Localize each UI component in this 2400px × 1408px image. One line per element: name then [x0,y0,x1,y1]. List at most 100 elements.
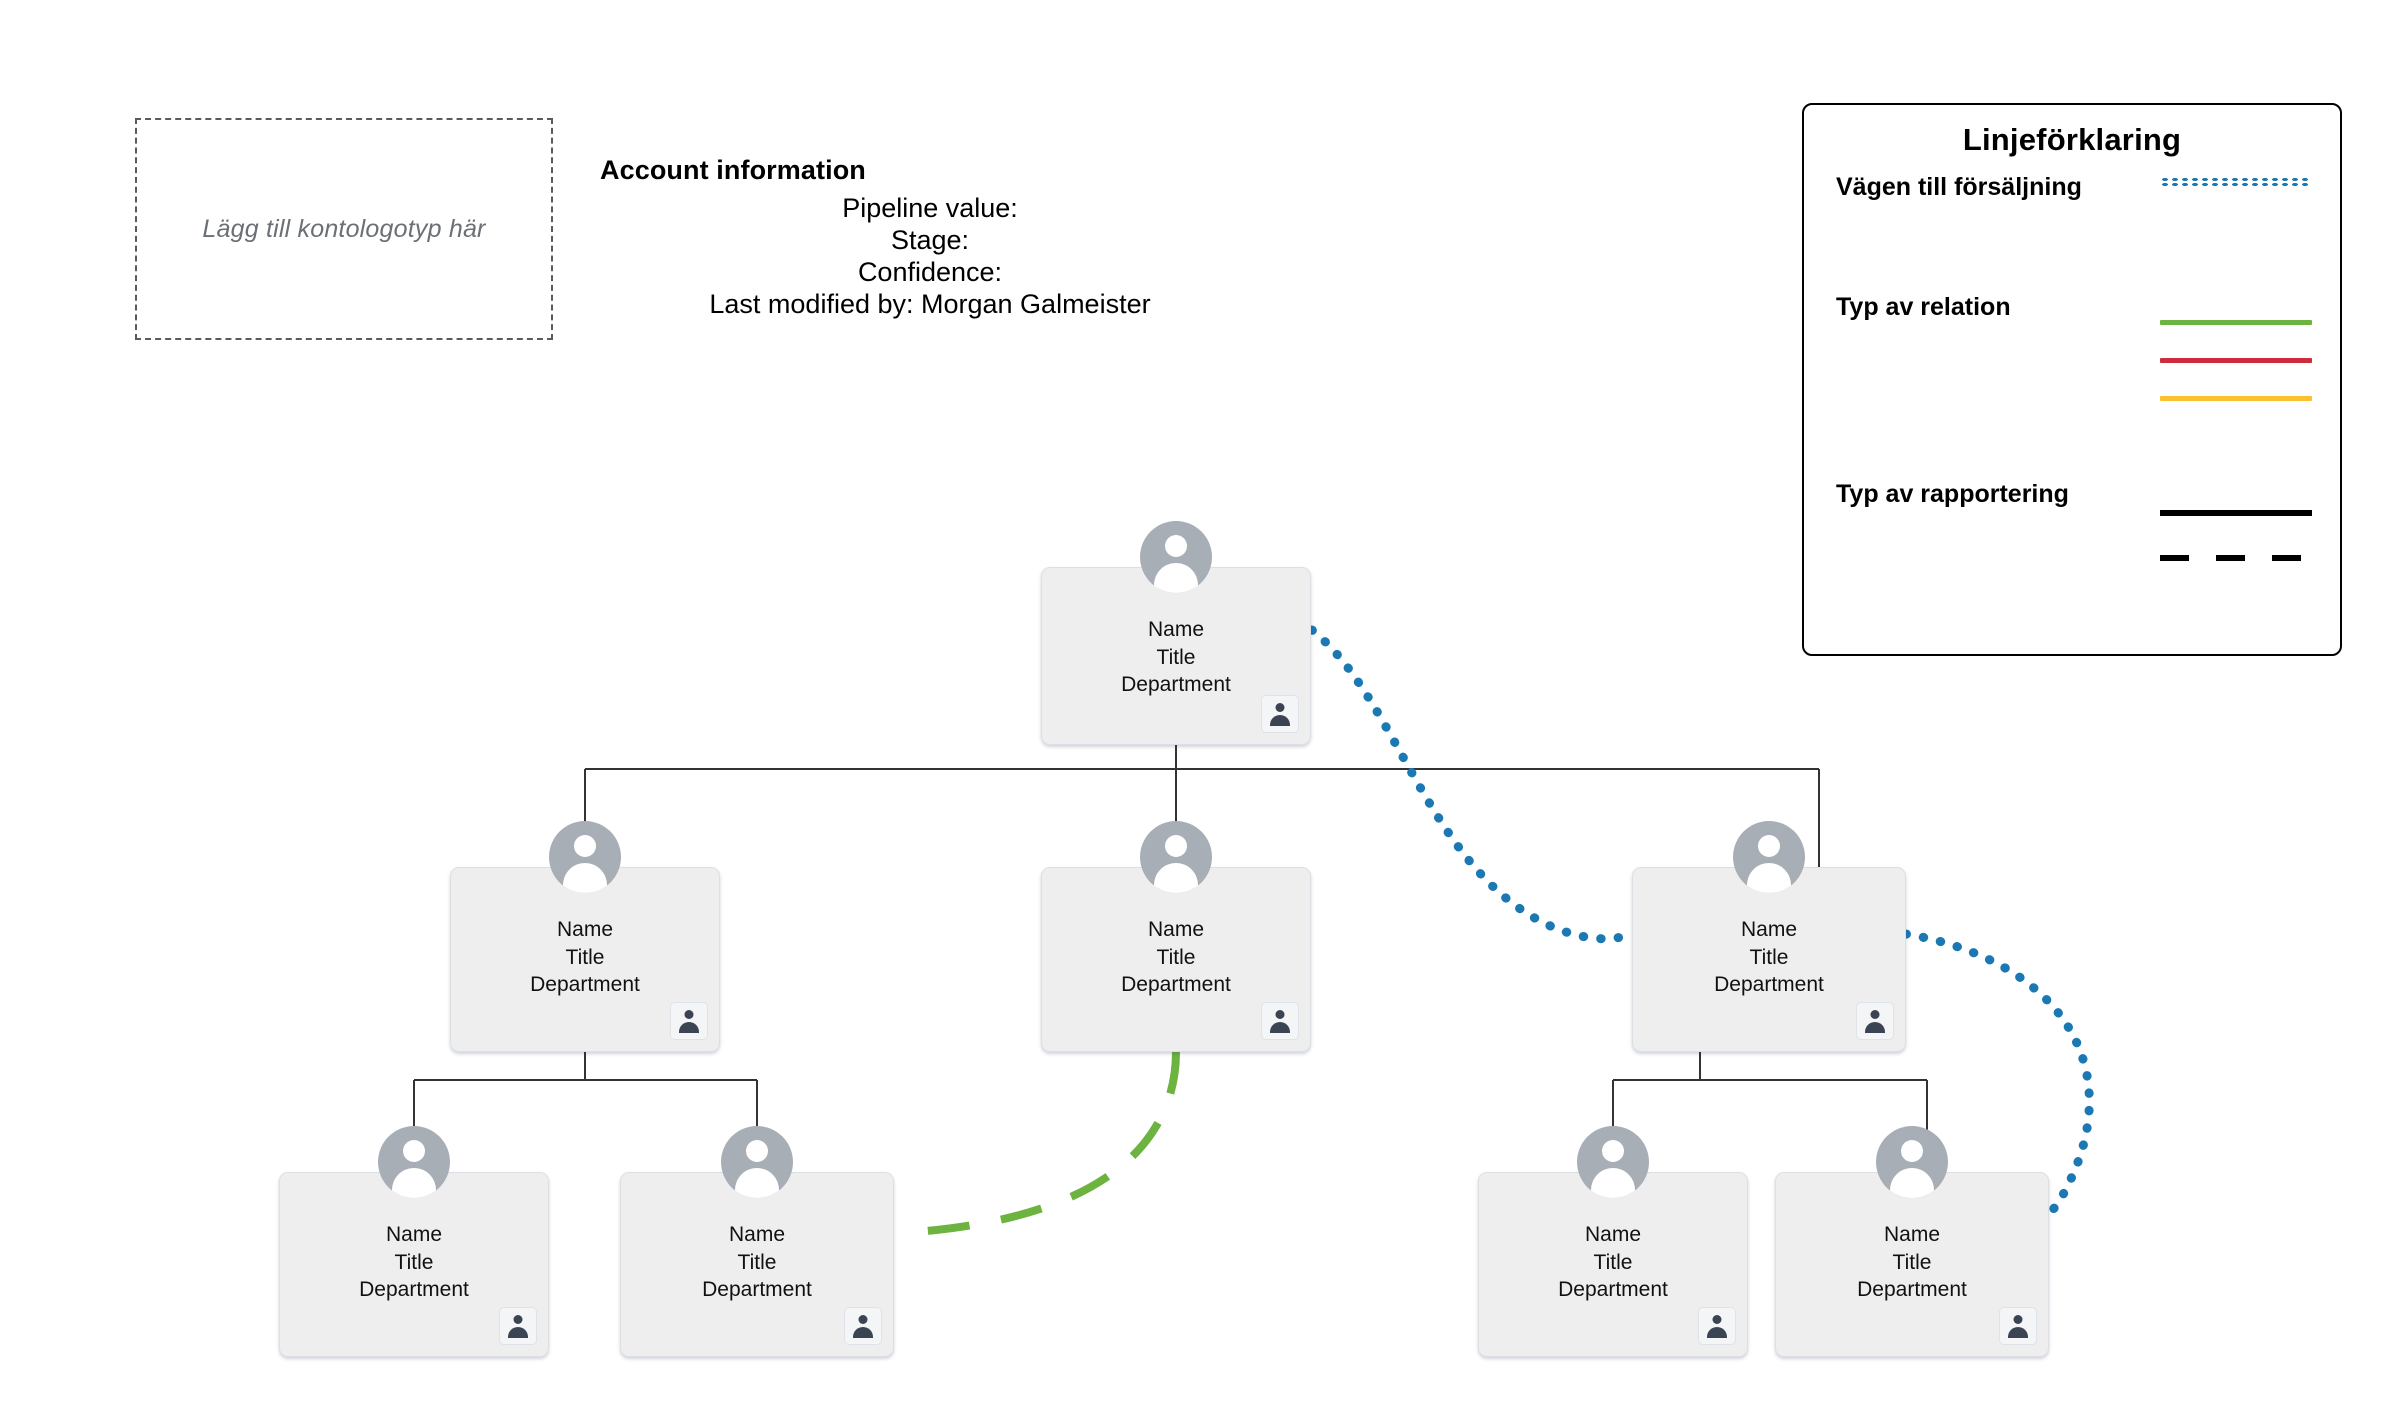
org-node-l2-c[interactable]: Name Title Department [1632,821,1906,1052]
pipeline-value-line: Pipeline value: [842,193,1018,223]
avatar-body-icon [1154,863,1198,893]
org-node-department: Department [1121,973,1231,997]
org-node-text: Name Title Department [1042,916,1310,999]
avatar-head-icon [746,1140,768,1162]
avatar [1577,1126,1649,1198]
org-node-title: Title [1749,945,1789,969]
avatar [378,1126,450,1198]
avatar-body-icon [563,863,607,893]
legend-section-relation-type: Typ av relation [1804,293,2340,322]
legend-swatch-red [2160,358,2312,363]
person-badge-body-icon [1865,1022,1885,1033]
legend-panel: Linjeförklaring Vägen till försäljning T… [1802,103,2342,656]
org-node-name: Name [1740,918,1798,941]
legend-label-reporting-type: Typ av rapportering [1836,480,2069,508]
legend-swatch-solid-black [2160,510,2312,516]
person-badge-icon[interactable] [670,1002,708,1040]
legend-swatch-yellow [2160,396,2312,401]
person-badge-icon[interactable] [1999,1307,2037,1345]
legend-swatch-dotted-blue [2160,177,2312,186]
org-node-department: Department [702,1278,812,1302]
org-node-title: Title [737,1250,777,1274]
org-node-name: Name [385,1223,443,1246]
person-badge-head-icon [2013,1315,2023,1324]
person-badge-body-icon [2008,1327,2028,1338]
person-badge-body-icon [508,1327,528,1338]
legend-swatch-green [2160,320,2312,325]
avatar [1876,1126,1948,1198]
person-badge-icon[interactable] [844,1307,882,1345]
org-node-l3-a[interactable]: Name Title Department [279,1126,549,1357]
person-badge-head-icon [1275,703,1285,712]
relation-type-l2b-to-l3b [899,1051,1180,1237]
person-badge-icon[interactable] [1261,1002,1299,1040]
stage-line: Stage: [890,224,970,255]
org-node-l3-c[interactable]: Name Title Department [1478,1126,1748,1357]
person-badge-body-icon [853,1327,873,1338]
relation-path-to-sale-root-to-l2c [1307,625,1637,944]
org-node-l2-b[interactable]: Name Title Department [1041,821,1311,1052]
org-node-name: Name [1584,1223,1642,1246]
org-node-department: Department [1558,1278,1668,1302]
person-badge-icon[interactable] [1261,695,1299,733]
org-node-department: Department [1121,673,1231,697]
org-node-name: Name [1147,618,1205,641]
org-node-l3-b[interactable]: Name Title Department [620,1126,894,1357]
avatar-head-icon [574,835,596,857]
person-badge-body-icon [1270,1022,1290,1033]
person-badge-head-icon [513,1315,523,1324]
avatar-body-icon [1591,1168,1635,1198]
person-badge-icon[interactable] [499,1307,537,1345]
org-node-text: Name Title Department [621,1221,893,1304]
org-node-name: Name [728,1223,786,1246]
org-node-name: Name [1883,1223,1941,1246]
org-node-text: Name Title Department [1042,616,1310,699]
person-badge-head-icon [1712,1315,1722,1324]
person-badge-body-icon [1270,715,1290,726]
org-node-title: Title [394,1250,434,1274]
person-badge-head-icon [684,1010,694,1019]
person-badge-head-icon [858,1315,868,1324]
legend-label-path-to-sale: Vägen till försäljning [1836,173,2082,201]
account-logo-placeholder[interactable]: Lägg till kontologotyp här [135,118,553,340]
org-node-text: Name Title Department [280,1221,548,1304]
person-badge-head-icon [1870,1010,1880,1019]
avatar-body-icon [1747,863,1791,893]
org-node-department: Department [359,1278,469,1302]
org-node-department: Department [1857,1278,1967,1302]
person-badge-icon[interactable] [1698,1307,1736,1345]
avatar-body-icon [1154,563,1198,593]
person-badge-body-icon [1707,1327,1727,1338]
avatar [1140,821,1212,893]
org-node-department: Department [1714,973,1824,997]
org-node-name: Name [1147,918,1205,941]
avatar-head-icon [1758,835,1780,857]
legend-label-relation-type: Typ av relation [1836,293,2011,321]
org-node-text: Name Title Department [1776,1221,2048,1304]
legend-section-reporting-type: Typ av rapportering [1804,480,2340,509]
org-node-title: Title [1156,645,1196,669]
org-node-title: Title [1593,1250,1633,1274]
account-information-title: Account information [600,155,866,185]
avatar-head-icon [1602,1140,1624,1162]
avatar [721,1126,793,1198]
org-node-department: Department [530,973,640,997]
person-badge-icon[interactable] [1856,1002,1894,1040]
avatar [1733,821,1805,893]
account-logo-placeholder-text: Lägg till kontologotyp här [202,214,486,243]
org-node-text: Name Title Department [1633,916,1905,999]
person-badge-head-icon [1275,1010,1285,1019]
avatar-head-icon [1901,1140,1923,1162]
avatar-body-icon [392,1168,436,1198]
org-node-title: Title [1892,1250,1932,1274]
org-node-l3-d[interactable]: Name Title Department [1775,1126,2049,1357]
avatar-head-icon [1165,835,1187,857]
avatar [549,821,621,893]
org-node-text: Name Title Department [1479,1221,1747,1304]
legend-swatch-dashed-black [2160,555,2312,561]
confidence-line: Confidence: [857,256,1003,287]
org-node-name: Name [556,918,614,941]
org-node-root[interactable]: Name Title Department [1041,521,1311,745]
org-node-l2-a[interactable]: Name Title Department [450,821,720,1052]
